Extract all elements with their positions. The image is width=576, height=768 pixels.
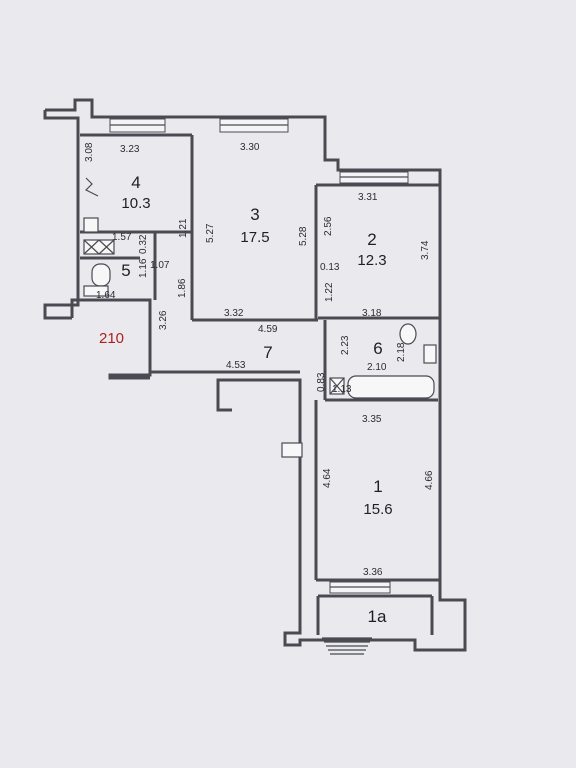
stove-icon [83, 239, 115, 255]
room-area: 10.3 [121, 195, 150, 212]
dimension: 3.32 [224, 308, 244, 319]
dimension: 3.30 [240, 142, 260, 153]
bathtub-icon [347, 375, 435, 399]
toilet-room6-icon [399, 323, 417, 345]
dimension: 4.66 [424, 470, 435, 490]
windows [109, 118, 409, 594]
dimension: 2.23 [340, 335, 351, 355]
dimension: 3.74 [420, 240, 431, 260]
dimension: 0.13 [320, 262, 340, 273]
room-number: 2 [367, 230, 376, 249]
dimension: 4.53 [226, 360, 246, 371]
sink-icon [83, 217, 99, 233]
dimension: 3.36 [363, 567, 383, 578]
washbasin-room6-icon [423, 344, 437, 364]
dimension: 5.27 [205, 223, 216, 243]
dimension: 4.59 [258, 324, 278, 335]
radiator-icon [84, 177, 99, 197]
dimension: 3.31 [358, 192, 378, 203]
dimension: 3.26 [158, 310, 169, 330]
room-number: 7 [263, 343, 272, 362]
dimension: 3.08 [84, 142, 95, 162]
dimension-labels: 3.23 3.30 3.08 3.31 5.27 5.28 1.21 2.56 … [84, 142, 435, 578]
hall-fixture-icon [281, 442, 303, 458]
room-number: 1a [368, 607, 387, 626]
room-area: 17.5 [240, 229, 269, 246]
dimension: 1.07 [150, 260, 170, 271]
dimension: 1.64 [96, 290, 116, 301]
room-number: 5 [121, 261, 130, 280]
dimension: 3.23 [120, 144, 140, 155]
balcony-stairs-icon [322, 637, 372, 655]
dimension: 3.35 [362, 414, 382, 425]
apartment-number: 210 [99, 330, 124, 347]
dimension: 1.22 [324, 282, 335, 302]
dimension: 2.56 [323, 216, 334, 236]
dimension: 1.16 [138, 258, 149, 278]
room-number: 3 [250, 205, 259, 224]
exterior-walls [43, 98, 467, 652]
dimension: 2.18 [396, 342, 407, 362]
room-number: 6 [373, 339, 382, 358]
dimension: 1.21 [178, 218, 189, 238]
room-area: 15.6 [363, 501, 392, 518]
dimension: 2.10 [367, 362, 387, 373]
toilet-icon [91, 263, 111, 287]
dimension: 4.64 [322, 468, 333, 488]
room-number: 4 [131, 173, 140, 192]
room-area: 12.3 [357, 252, 386, 269]
dimension: 1.57 [112, 232, 132, 243]
dimension: 1.13 [332, 384, 352, 395]
washbasin-icon [83, 285, 109, 297]
room-labels: 4 10.3 3 17.5 2 12.3 5 6 7 1 15.6 1a 210 [99, 173, 393, 626]
dimension: 3.18 [362, 308, 382, 319]
room-number: 1 [373, 477, 382, 496]
dimension: 1.86 [177, 278, 188, 298]
interior-walls [80, 133, 440, 635]
fixtures [83, 177, 437, 655]
dimension: 0.32 [138, 234, 149, 254]
dimension: 0.83 [316, 372, 327, 392]
dimension: 5.28 [298, 226, 309, 246]
